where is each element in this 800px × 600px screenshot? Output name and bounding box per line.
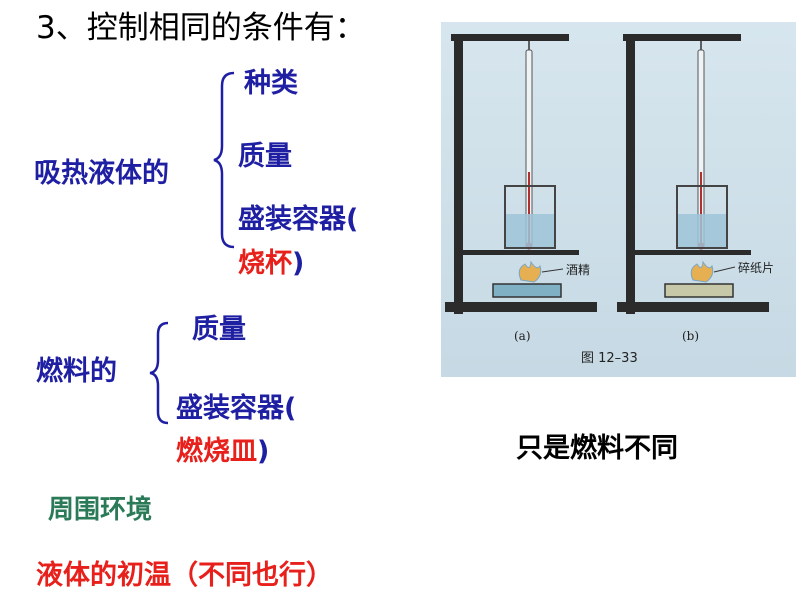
- stand-rod-a: [454, 34, 463, 314]
- stand-rod-b: [626, 34, 635, 314]
- top-bar-b: [623, 34, 741, 41]
- slide-title: 3、控制相同的条件有：: [36, 10, 366, 46]
- environment-text: 周围环境: [48, 495, 153, 525]
- liquid-item-type: 种类: [244, 68, 298, 99]
- beaker-text: 烧杯: [238, 248, 292, 279]
- closing-paren: ): [292, 248, 305, 279]
- fuel-group-brace: [149, 321, 169, 425]
- label-paper: 碎纸片: [738, 260, 774, 275]
- flame-a: [518, 260, 542, 283]
- liquid-item-mass: 质量: [238, 141, 292, 172]
- flame-b: [690, 260, 714, 283]
- label-b: (b): [682, 329, 699, 343]
- label-a: (a): [514, 329, 531, 343]
- ring-plate-a: [454, 250, 579, 255]
- liquid-group-brace: [213, 71, 235, 249]
- liquid-item-container: 盛装容器(: [238, 204, 359, 235]
- ring-plate-b: [626, 250, 751, 255]
- experiment-figure: 酒精 (a) 碎纸片 (b) 图 12–33: [441, 22, 796, 377]
- burner-dish-a: [492, 283, 562, 298]
- base-a: [445, 302, 597, 312]
- top-bar-a: [451, 34, 569, 41]
- liquid-group-label: 吸热液体的: [34, 158, 169, 189]
- fuel-item-container-detail: 燃烧皿): [176, 438, 269, 465]
- fuel-item-container: 盛装容器(: [176, 393, 297, 424]
- fuel-item-mass: 质量: [192, 314, 246, 345]
- water-b: [678, 214, 726, 247]
- figure-caption: 图 12–33: [581, 351, 638, 366]
- burner-dish-b: [664, 283, 734, 298]
- apparatus-a: 酒精 (a): [445, 34, 597, 343]
- figure-background: [441, 22, 796, 377]
- label-pointer-b: [713, 266, 736, 273]
- beaker-b: [676, 185, 728, 249]
- beaker-a: [504, 185, 556, 249]
- water-a: [506, 214, 554, 247]
- label-alcohol: 酒精: [566, 263, 590, 277]
- liquid-item-container-detail: 烧杯): [238, 250, 304, 277]
- burner-dish-text: 燃烧皿: [176, 436, 257, 467]
- initial-temp-text: 液体的初温（不同也行）: [36, 560, 333, 591]
- apparatus-b: 碎纸片 (b): [617, 34, 774, 343]
- base-b: [617, 302, 769, 312]
- closing-paren: ): [257, 436, 270, 467]
- only-fuel-differs-text: 只是燃料不同: [516, 433, 678, 464]
- fuel-group-label: 燃料的: [36, 356, 117, 387]
- label-pointer-a: [541, 268, 564, 273]
